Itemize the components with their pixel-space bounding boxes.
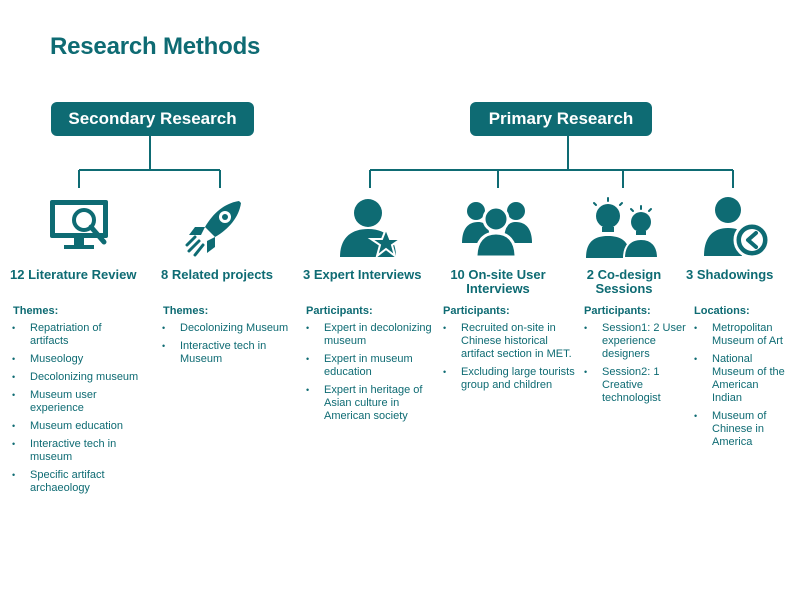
list-item: Metropolitan Museum of Art <box>694 322 788 348</box>
list-item: Interactive tech in museum <box>12 438 142 464</box>
literature-review-title: 12 Literature Review <box>10 267 137 282</box>
shadowings-label: Locations: <box>694 305 750 317</box>
codesign-sessions-title: 2 Co-design Sessions <box>586 267 662 296</box>
user-follow-icon <box>704 197 771 259</box>
codesign-sessions-label: Participants: <box>584 305 651 317</box>
expert-interviews-title: 3 Expert Interviews <box>303 267 422 282</box>
secondary-research-header: Secondary Research <box>51 102 254 136</box>
list-item: Recruited on-site in Chinese historical … <box>443 322 575 361</box>
literature-review-label: Themes: <box>13 305 59 317</box>
shadowings-list: Metropolitan Museum of Art National Muse… <box>694 322 788 454</box>
list-item: Decolonizing museum <box>12 371 142 384</box>
list-item: Museum of Chinese in America <box>694 410 788 449</box>
list-item: Expert in decolonizing museum <box>306 322 448 348</box>
onsite-interviews-list: Recruited on-site in Chinese historical … <box>443 322 575 397</box>
list-item: Interactive tech in Museum <box>162 340 307 366</box>
related-projects-list: Decolonizing Museum Interactive tech in … <box>162 322 307 371</box>
expert-interviews-list: Expert in decolonizing museum Expert in … <box>306 322 448 428</box>
list-item: Decolonizing Museum <box>162 322 307 335</box>
list-item: Session2: 1 Creative technologist <box>584 366 694 405</box>
shadowings-title: 3 Shadowings <box>686 267 774 282</box>
onsite-interviews-title: 10 On-site User Interviews <box>450 267 546 296</box>
expert-interviews-label: Participants: <box>306 305 373 317</box>
list-item: Museum education <box>12 420 142 433</box>
related-projects-label: Themes: <box>163 305 209 317</box>
list-item: Museum user experience <box>12 389 142 415</box>
list-item: Repatriation of artifacts <box>12 322 142 348</box>
idea-people-icon <box>586 197 660 259</box>
list-item: Expert in heritage of Asian culture in A… <box>306 384 448 423</box>
literature-review-list: Repatriation of artifacts Museology Deco… <box>12 322 142 500</box>
expert-star-icon <box>340 199 404 259</box>
list-item: Session1: 2 User experience designers <box>584 322 694 361</box>
page-title: Research Methods <box>50 33 261 60</box>
rocket-icon <box>185 201 241 257</box>
list-item: National Museum of the American Indian <box>694 353 788 405</box>
monitor-magnifier-icon <box>50 200 108 249</box>
list-item: Museology <box>12 353 142 366</box>
primary-research-header: Primary Research <box>470 102 652 136</box>
related-projects-title: 8 Related projects <box>161 267 273 282</box>
group-users-icon <box>462 202 532 259</box>
onsite-interviews-label: Participants: <box>443 305 510 317</box>
codesign-sessions-list: Session1: 2 User experience designers Se… <box>584 322 694 410</box>
list-item: Excluding large tourists group and child… <box>443 366 575 392</box>
list-item: Specific artifact archaeology <box>12 469 142 495</box>
list-item: Expert in museum education <box>306 353 448 379</box>
